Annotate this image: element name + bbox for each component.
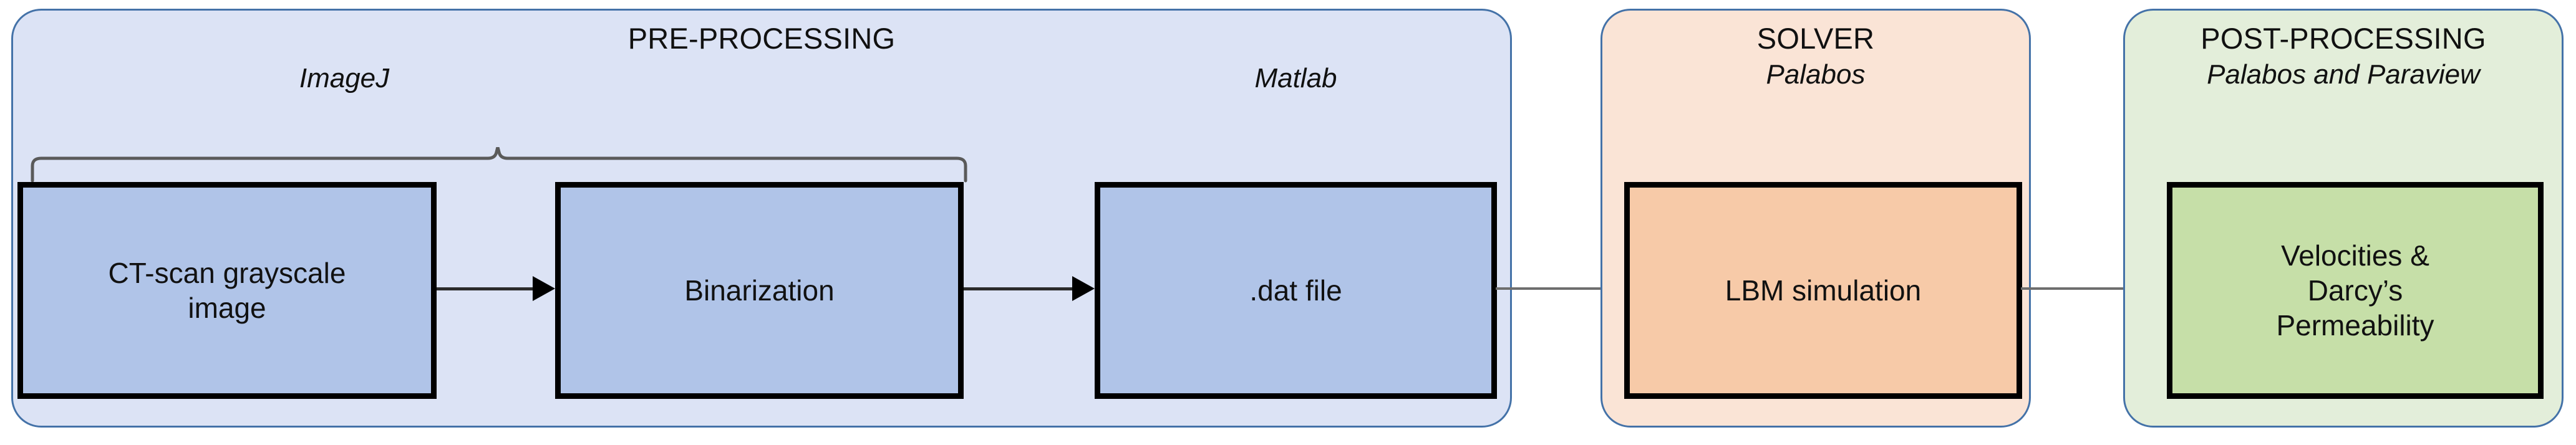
arrowhead-icon bbox=[533, 276, 555, 301]
imagej-brace-icon bbox=[25, 145, 973, 183]
panel-title-post-processing: POST-PROCESSING bbox=[2201, 22, 2486, 55]
process-box-dat-file[interactable]: .dat file bbox=[1095, 182, 1497, 399]
panel-subtitle-solver: Palabos bbox=[1766, 59, 1866, 90]
process-box-lbm-simulation[interactable]: LBM simulation bbox=[1624, 182, 2022, 399]
connector-shaft bbox=[1496, 287, 1655, 290]
process-box-label: CT-scan grayscale image bbox=[108, 256, 346, 324]
process-box-velocities-darcys-permeability[interactable]: Velocities & Darcy’s Permeability bbox=[2167, 182, 2544, 399]
process-box-label: LBM simulation bbox=[1725, 274, 1922, 307]
panel-subtitle-post-processing: Palabos and Paraview bbox=[2207, 59, 2480, 90]
process-box-ct-scan-grayscale-image[interactable]: CT-scan grayscale image bbox=[17, 182, 437, 399]
arrowhead-icon bbox=[1072, 276, 1095, 301]
connector-shaft bbox=[437, 287, 535, 290]
connector-shaft bbox=[964, 287, 1075, 290]
connector-shaft bbox=[2021, 287, 2181, 290]
panel-title-pre-processing: PRE-PROCESSING bbox=[627, 22, 896, 55]
process-box-label: Binarization bbox=[684, 274, 835, 307]
tool-label-imagej: ImageJ bbox=[299, 63, 390, 93]
panel-title-solver: SOLVER bbox=[1756, 22, 1875, 55]
process-box-binarization[interactable]: Binarization bbox=[555, 182, 964, 399]
process-box-label: Velocities & Darcy’s Permeability bbox=[2276, 239, 2434, 342]
process-box-label: .dat file bbox=[1249, 274, 1342, 307]
tool-label-matlab: Matlab bbox=[1254, 63, 1337, 93]
